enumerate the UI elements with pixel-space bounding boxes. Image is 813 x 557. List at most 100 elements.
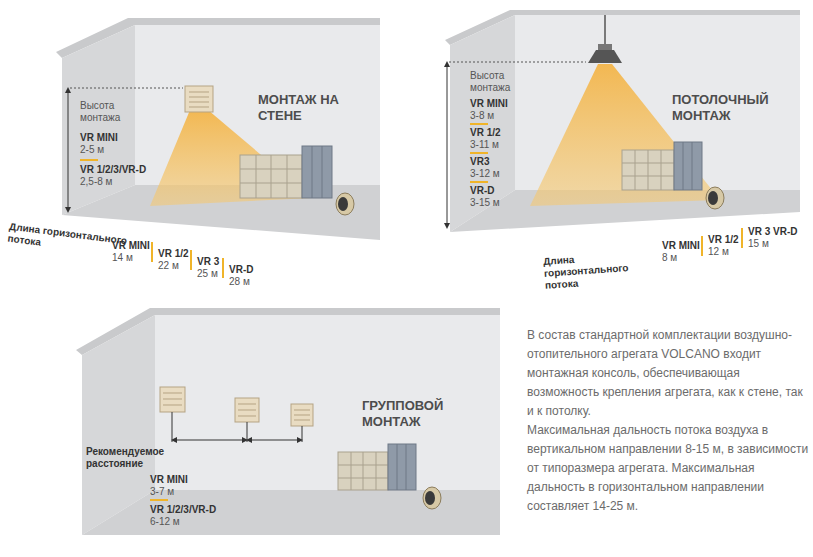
art-line [692,142,693,190]
section-heading: ПОТОЛОЧНЫЙ МОНТАЖ [672,92,776,124]
art-line [470,123,488,125]
art-line [701,236,703,256]
value-label: 3-15 м [470,197,500,209]
model-label: VR MINI [112,240,150,252]
value-label: 14 м [112,252,133,264]
art-rect [338,452,388,490]
value-label: 2-5 м [80,144,104,156]
art-line [635,150,636,190]
art-polygon [62,25,135,215]
art-line [163,399,182,400]
art-line [150,499,168,501]
value-label: 25 м [197,268,218,280]
art-ellipse [425,491,435,505]
model-label: VR3 [470,156,489,168]
art-line [247,422,248,442]
heater [185,86,213,112]
art-line [189,102,209,103]
description-text: В состав стандартной комплектации воздуш… [527,326,809,421]
art-ellipse [708,191,718,205]
value-label: 28 м [229,276,250,288]
value-label: 3-12 м [470,168,500,180]
art-line [189,107,209,108]
art-ellipse [706,187,724,209]
section-heading: МОНТАЖ НА СТЕНЕ [258,92,353,124]
shelves [622,142,702,190]
art-line [189,97,209,98]
distance-bracket [172,412,302,442]
art-line [683,142,684,190]
art-line [470,152,488,154]
section-heading: ГРУППОВОЙ МОНТАЖ [362,398,462,430]
art-ellipse [336,193,354,215]
art-line [741,228,743,248]
description-text: Максимальная дальность потока воздуха в … [527,421,809,516]
art-line [470,181,488,183]
art-line [174,440,245,441]
model-label: VR MINI [470,98,508,110]
value-label: 12 м [708,246,729,258]
model-label: VR 1/2 [158,248,189,260]
art-line [238,410,256,411]
art-line [294,420,310,421]
model-label: VR MINI [662,240,700,252]
axis-label: Длина горизонтального потока [543,248,657,292]
art-line [376,452,377,490]
value-label: 8 м [662,252,677,264]
value-label: 3-8 м [470,110,494,122]
art-polygon [150,110,312,206]
fan [706,187,724,209]
art-polygon [155,315,500,490]
art-line [190,250,192,270]
model-label: VR 3 [197,256,219,268]
heater [160,387,185,412]
art-rect [388,444,416,490]
art-polygon [588,50,622,63]
art-line [287,155,288,198]
art-rect [674,142,702,190]
value-label: 3-11 м [470,139,499,151]
art-line [80,159,98,161]
art-line [68,90,69,210]
art-line [294,410,310,411]
heater [291,404,313,426]
art-line [449,62,586,63]
art-line [151,242,153,262]
art-line [163,393,182,394]
art-line [322,146,323,198]
art-line [648,150,649,190]
room-group [76,308,500,535]
art-line [397,444,398,490]
room-ceiling [445,10,800,256]
model-label: VR MINI [80,132,118,144]
model-label: VR 1/2 [708,234,739,246]
value-label: 6-12 м [150,516,180,528]
art-rect [185,86,213,112]
art-line [238,416,256,417]
art-line [271,155,272,198]
art-rect [160,387,185,412]
value-label: 2,5-8 м [80,176,112,188]
model-label: VR 3 VR-D [748,226,797,238]
heater [235,398,259,422]
value-label: Высота монтажа [470,70,525,94]
art-rect [598,44,612,50]
value-label: 15 м [748,238,769,250]
art-line [447,64,448,226]
art-line [256,155,257,198]
model-label: VR 1/2/3/VR-D [150,504,216,516]
art-ellipse [338,197,348,211]
art-line [249,440,300,441]
fan [423,487,441,509]
art-line [302,426,303,442]
art-rect [291,404,313,426]
ceiling-heater [588,15,622,63]
art-line [172,412,173,442]
model-label: VR MINI [150,474,188,486]
art-rect [622,150,674,190]
art-rect [240,155,302,198]
axis-label: Длина горизонтального потока [7,221,129,259]
art-line [70,88,183,89]
art-line [351,452,352,490]
